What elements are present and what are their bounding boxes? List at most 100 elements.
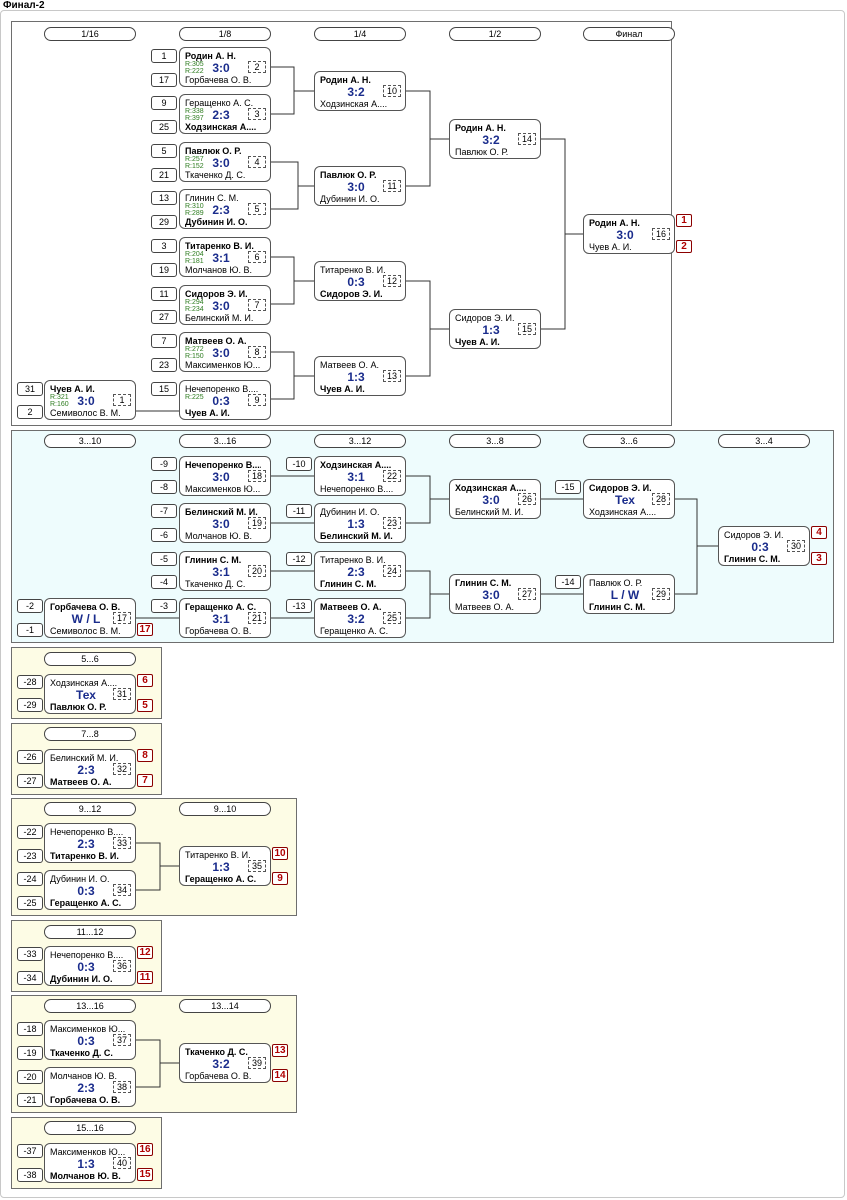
match-number: 22 [383,470,401,482]
match-card[interactable]: Глинин С. М. 3:1 20 Ткаченко Д. С. [179,551,271,591]
player-name: Геращенко А. С. [185,602,257,612]
match-card[interactable]: Титаренко В. И. 0:3 12 Сидоров Э. И. [314,261,406,301]
player-name: Сидоров Э. И. [185,289,248,299]
match-number: 36 [113,960,131,972]
match-score: 0:3 [77,1034,95,1048]
match-score: 2:3 [77,763,95,777]
player-name: Павлюк О. Р. [50,702,107,712]
place-badge: 13 [272,1044,288,1057]
match-number: 29 [652,588,670,600]
match-card[interactable]: Родин А. Н. 3:2 14 Павлюк О. Р. [449,119,541,159]
match-card[interactable]: Белинский М. И. 2:3 32 Матвеев О. А. [44,749,136,789]
match-card[interactable]: Дубинин И. О. 1:3 23 Белинский М. И. [314,503,406,543]
player-name: Чуев А. И. [455,337,500,347]
seed-slot: -24 [17,872,43,886]
seed-slot: -3 [151,599,177,613]
match-number: 35 [248,860,266,872]
seed-slot: -20 [17,1070,43,1084]
match-card[interactable]: Павлюк О. Р. R:257 R:152 3:0 4 Ткаченко … [179,142,271,182]
player-name: Матвеев О. А. [185,336,247,346]
place-badge: 10 [272,847,288,860]
seed-slot: -15 [555,480,581,494]
player-name: Молчанов Ю. В. [185,531,253,541]
match-number: 13 [383,370,401,382]
rating: R:397 [185,115,204,122]
place-badge: 4 [811,526,827,539]
match-card[interactable]: Чуев А. И. R:321 R:160 3:0 1 Семиволос В… [44,380,136,420]
match-card[interactable]: Матвеев О. А. 3:2 25 Геращенко А. С. [314,598,406,638]
player-name: Молчанов Ю. В. [50,1171,121,1181]
match-card[interactable]: Сидоров Э. И. 1:3 15 Чуев А. И. [449,309,541,349]
player-name: Ходзинская А.... [320,99,388,109]
match-card[interactable]: Павлюк О. Р. 3:0 11 Дубинин И. О. [314,166,406,206]
match-card[interactable]: Ходзинская А.... 3:1 22 Нечепоренко В...… [314,456,406,496]
match-card[interactable]: Горбачева О. В. W / L 17 Семиволос В. М. [44,598,136,638]
match-score: 0:3 [212,394,230,408]
match-card[interactable]: Ходзинская А.... 3:0 26 Белинский М. И. [449,479,541,519]
match-card[interactable]: Дубинин И. О. 0:3 34 Геращенко А. С. [44,870,136,910]
place-badge: 8 [137,749,153,762]
match-card[interactable]: Ходзинская А.... Тех 31 Павлюк О. Р. [44,674,136,714]
rating: R:294 [185,299,204,306]
match-score: 1:3 [482,323,500,337]
match-card[interactable]: Титаренко В. И. 1:3 35 Геращенко А. С. [179,846,271,886]
match-card[interactable]: Родин А. Н. 3:2 10 Ходзинская А.... [314,71,406,111]
match-card[interactable]: Глинин С. М. 3:0 27 Матвеев О. А. [449,574,541,614]
seed-slot: 5 [151,144,177,158]
match-card[interactable]: Нечепоренко В.... 0:3 36 Дубинин И. О. [44,946,136,986]
match-score: 3:0 [77,394,95,408]
seed-slot: -9 [151,457,177,471]
match-score: W / L [71,612,101,626]
seed-slot: 3 [151,239,177,253]
header-3-4: 3...4 [718,434,810,448]
player-name: Титаренко В. И. [185,241,254,251]
match-card[interactable]: Геращенко А. С. 3:1 21 Горбачева О. В. [179,598,271,638]
seed-slot: -1 [17,623,43,637]
match-score: 1:3 [347,517,365,531]
match-number: 1 [113,394,131,406]
match-card[interactable]: Максименков Ю.... 1:3 40 Молчанов Ю. В. [44,1143,136,1183]
match-card[interactable]: Матвеев О. А. 1:3 13 Чуев А. И. [314,356,406,396]
match-card[interactable]: Сидоров Э. И. Тех 28 Ходзинская А.... [583,479,675,519]
match-card[interactable]: Нечепоренко В.... R:225 0:3 9 Чуев А. И. [179,380,271,420]
match-card[interactable]: Белинский М. И. 3:0 19 Молчанов Ю. В. [179,503,271,543]
player-name: Горбачева О. В. [50,1095,121,1105]
player-name: Глинин С. М. [185,193,239,203]
match-card[interactable]: Павлюк О. Р. L / W 29 Глинин С. М. [583,574,675,614]
player-name: Ходзинская А.... [185,122,257,132]
match-number: 17 [113,612,131,624]
match-card[interactable]: Геращенко А. С. R:338 R:397 2:3 3 Ходзин… [179,94,271,134]
player-name: Белинский М. И. [320,531,393,541]
match-card[interactable]: Матвеев О. А. R:272 R:150 3:0 8 Максимен… [179,332,271,372]
match-card[interactable]: Максименков Ю.... 0:3 37 Ткаченко Д. С. [44,1020,136,1060]
match-card[interactable]: Сидоров Э. И. R:294 R:234 3:0 7 Белински… [179,285,271,325]
match-card[interactable]: Нечепоренко В.... 2:3 33 Титаренко В. И. [44,823,136,863]
match-number: 8 [248,346,266,358]
match-score: 0:3 [347,275,365,289]
match-card[interactable]: Ткаченко Д. С. 3:2 39 Горбачева О. В. [179,1043,271,1083]
match-number: 24 [383,565,401,577]
seed-slot: 23 [151,358,177,372]
match-number: 21 [248,612,266,624]
match-card[interactable]: Нечепоренко В.... 3:0 18 Максименков Ю..… [179,456,271,496]
match-card[interactable]: Титаренко В. И. R:204 R:181 3:1 6 Молчан… [179,237,271,277]
match-card[interactable]: Родин А. Н. R:305 R:222 3:0 2 Горбачева … [179,47,271,87]
match-card[interactable]: Родин А. Н. 3:0 16 Чуев А. И. [583,214,675,254]
match-card[interactable]: Молчанов Ю. В. 2:3 38 Горбачева О. В. [44,1067,136,1107]
match-score: 2:3 [212,203,230,217]
player-name: Нечепоренко В.... [320,484,394,494]
place-badge: 12 [137,946,153,959]
match-score: 3:0 [212,299,230,313]
match-card[interactable]: Титаренко В. И. 2:3 24 Глинин С. М. [314,551,406,591]
match-card[interactable]: Сидоров Э. И. 0:3 30 Глинин С. М. [718,526,810,566]
match-number: 12 [383,275,401,287]
header-9-12: 9...12 [44,802,136,816]
player-name: Глинин С. М. [724,554,781,564]
seed-slot: -33 [17,947,43,961]
player-name: Матвеев О. А. [320,602,382,612]
match-card[interactable]: Глинин С. М. R:310 R:289 2:3 5 Дубинин И… [179,189,271,229]
player-name: Павлюк О. Р. [589,578,643,588]
match-number: 15 [518,323,536,335]
rating: R:222 [185,68,204,75]
